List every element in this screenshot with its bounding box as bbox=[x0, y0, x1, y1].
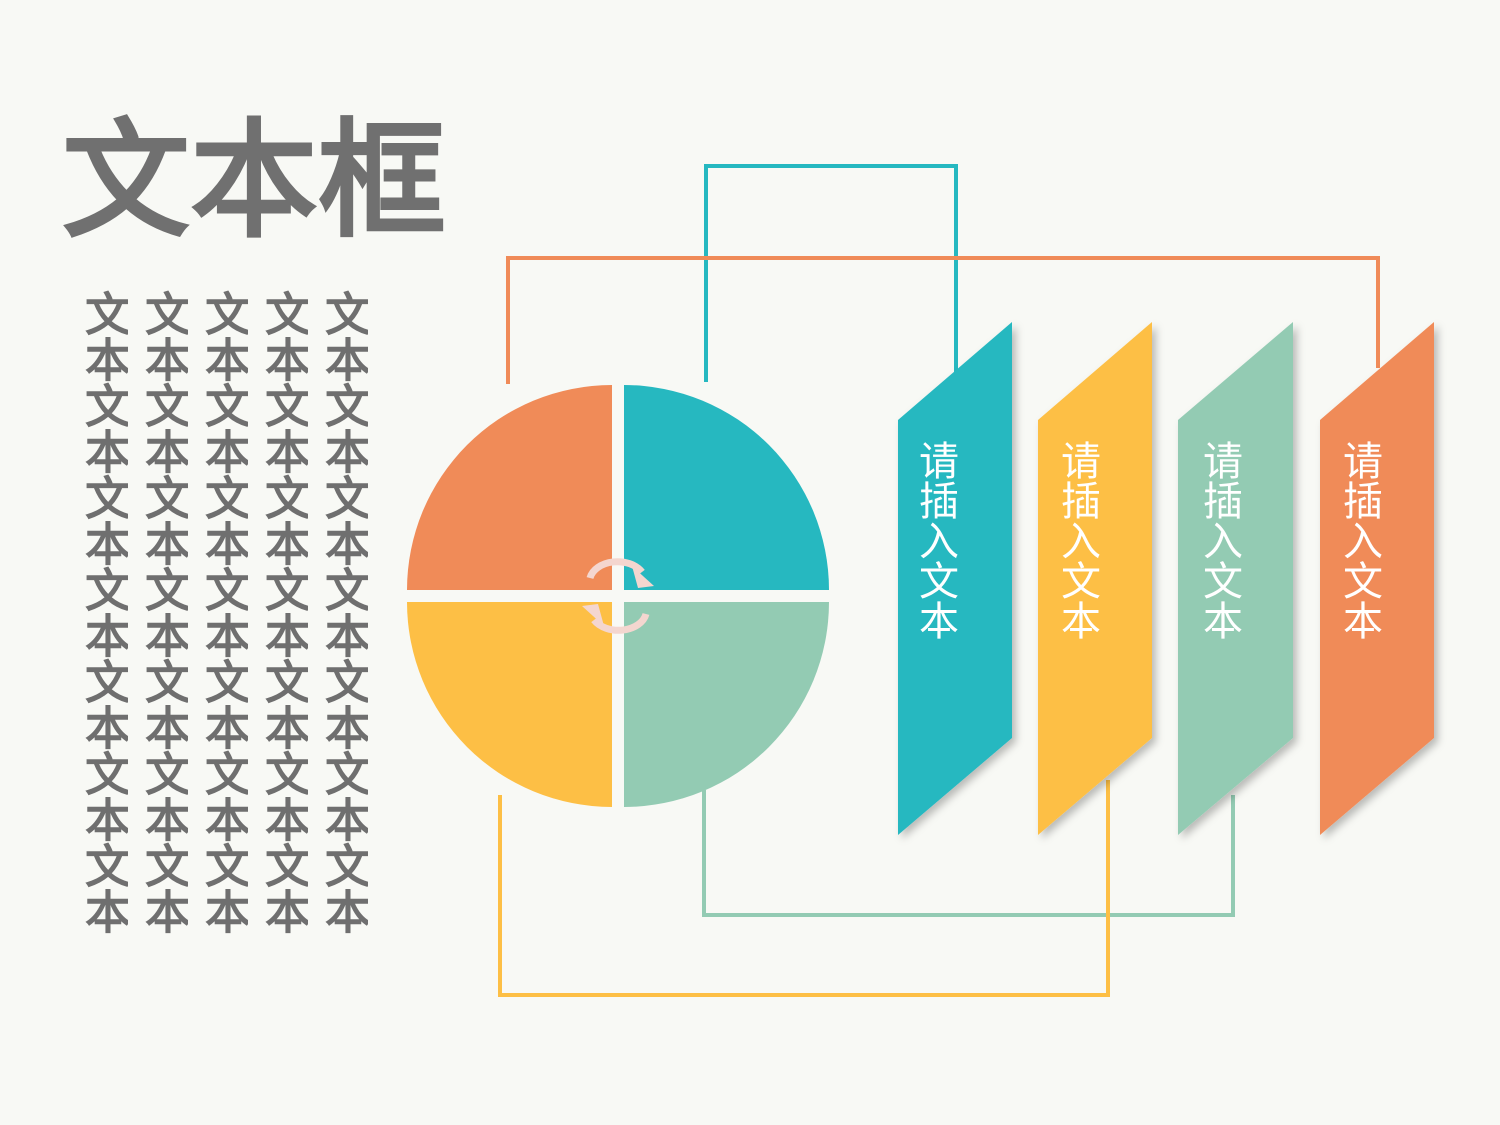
text-column-group: 文本文本文本文本文本文本文本 文本文本文本文本文本文本文本 文本文本文本文本文本… bbox=[82, 290, 368, 990]
text-column-4: 文本文本文本文本文本文本文本 bbox=[262, 290, 308, 934]
quadrant-top-right bbox=[624, 385, 829, 590]
connector-teal bbox=[704, 164, 958, 382]
quadrant-bottom-right bbox=[624, 602, 829, 807]
connector-orange bbox=[506, 256, 1380, 384]
band-4 bbox=[1320, 322, 1434, 835]
quadrant-top-left bbox=[407, 385, 612, 590]
band-2 bbox=[1038, 322, 1152, 835]
band-1 bbox=[898, 322, 1012, 835]
band-label-2: 请插入文本 bbox=[1054, 440, 1100, 640]
connector-green bbox=[702, 790, 1235, 917]
text-column-3: 文本文本文本文本文本文本文本 bbox=[202, 290, 248, 934]
band-label-3: 请插入文本 bbox=[1196, 440, 1242, 640]
band-label-1: 请插入文本 bbox=[912, 440, 958, 640]
text-column-1: 文本文本文本文本文本文本文本 bbox=[82, 290, 128, 934]
band-3 bbox=[1178, 322, 1293, 835]
refresh-cycle-icon bbox=[582, 558, 654, 634]
quadrant-bottom-left bbox=[407, 602, 612, 807]
connector-yellow bbox=[498, 780, 1110, 997]
band-label-4: 请插入文本 bbox=[1336, 440, 1382, 640]
text-column-2: 文本文本文本文本文本文本文本 bbox=[142, 290, 188, 934]
page-title: 文本框 bbox=[62, 107, 447, 256]
text-column-5: 文本文本文本文本文本文本文本 bbox=[322, 290, 368, 934]
